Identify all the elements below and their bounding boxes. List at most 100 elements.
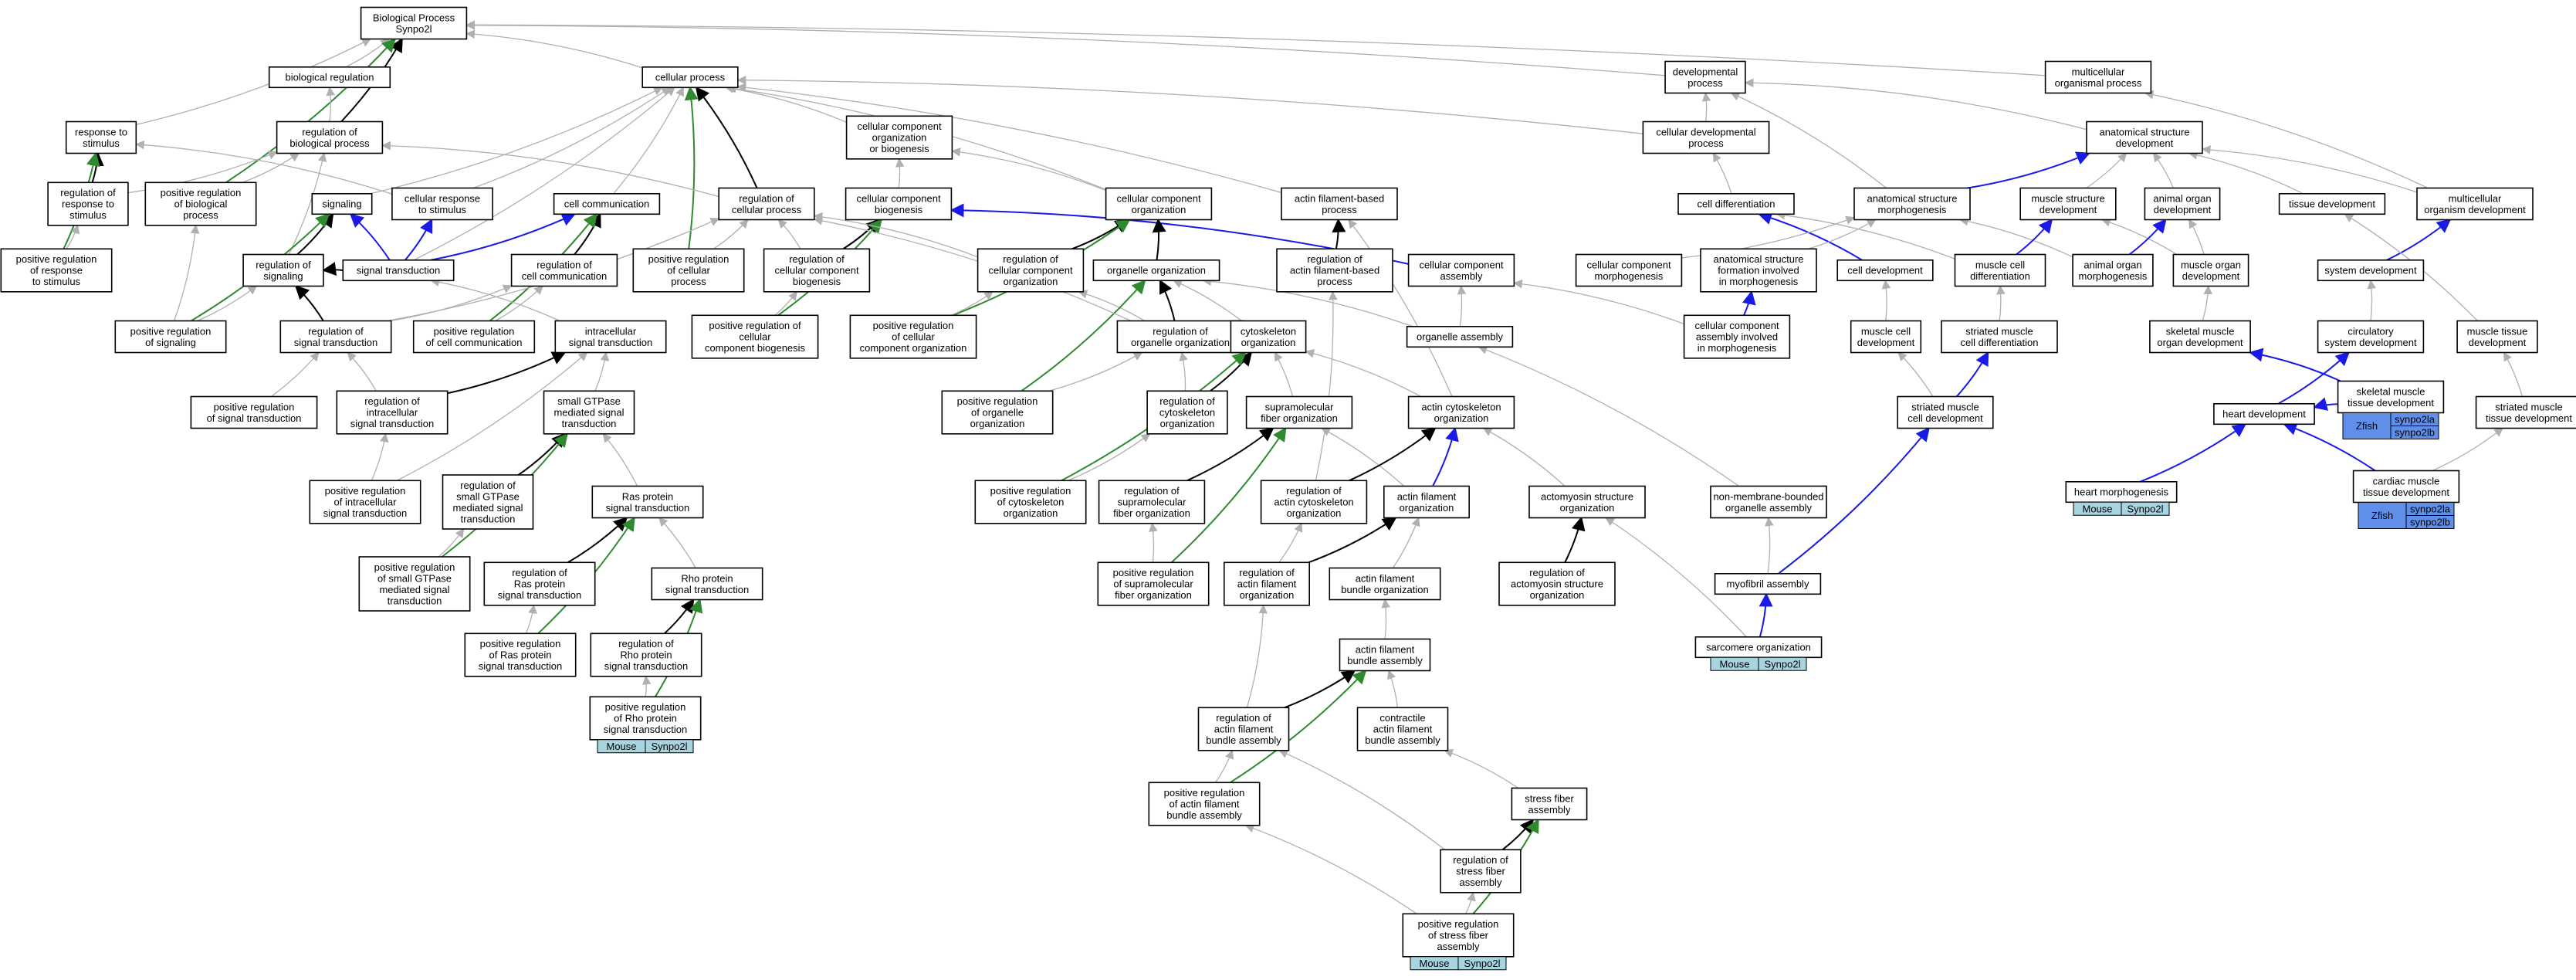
- gene-label[interactable]: synpo2lb: [2410, 517, 2450, 528]
- gene-label[interactable]: Synpo2l: [2127, 503, 2164, 514]
- go-term-node-sigtrans[interactable]: signal transduction: [342, 259, 455, 282]
- go-term-node-myofibril[interactable]: myofibril assembly: [1714, 572, 1822, 595]
- gene-label[interactable]: Synpo2l: [1464, 958, 1501, 969]
- go-term-node-systemdev[interactable]: system development: [2317, 259, 2425, 282]
- gene-label[interactable]: Synpo2l: [652, 741, 688, 752]
- gene-label[interactable]: Synpo2l: [1765, 658, 1801, 670]
- go-term-node-celldiff[interactable]: cell differentiation: [1677, 193, 1795, 215]
- go-term-node-bioreg[interactable]: biological regulation: [268, 66, 391, 89]
- go-term-node-organelleasm[interactable]: organelle assembly: [1406, 325, 1514, 348]
- gene-label[interactable]: synpo2lb: [2395, 427, 2435, 439]
- go-term-node-cellcomm[interactable]: cell communication: [553, 193, 661, 215]
- go-term-node-posregccbiogen[interactable]: positive regulation ofcellularcomponent …: [691, 314, 819, 359]
- go-term-node-cellproc[interactable]: cellular process: [641, 66, 739, 89]
- go-term-node-signaling[interactable]: signaling: [311, 193, 373, 215]
- go-term-node-heartmorph[interactable]: heart morphogenesis: [2065, 480, 2178, 504]
- go-term-node-organelleorg[interactable]: organelle organization: [1092, 259, 1220, 282]
- go-term-node-heartdev[interactable]: heart development: [2213, 402, 2315, 426]
- go-term-node-celldev[interactable]: cell development: [1836, 259, 1934, 282]
- go-term-node-tissuedev[interactable]: tissue development: [2278, 193, 2386, 215]
- gene-label[interactable]: synpo2la: [2410, 504, 2451, 515]
- go-term-node-sarcomere[interactable]: sarcomere organization: [1694, 636, 1823, 659]
